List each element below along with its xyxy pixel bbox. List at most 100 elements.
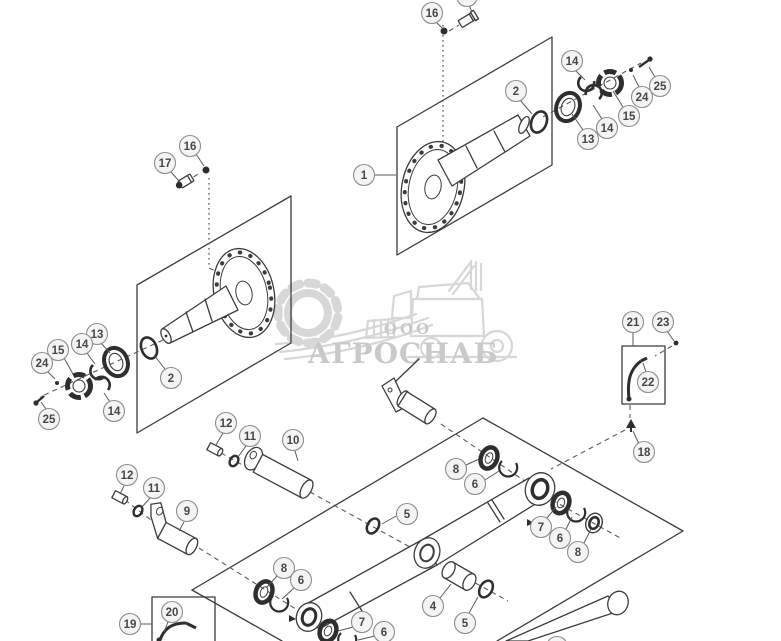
callout-6: 6 bbox=[289, 568, 313, 592]
callout-21: 21 bbox=[621, 310, 645, 334]
link-part-partial bbox=[505, 590, 629, 641]
leader-lines bbox=[40, 4, 675, 641]
callout-24: 24 bbox=[30, 351, 54, 375]
svg-text:16: 16 bbox=[426, 8, 439, 20]
svg-text:6: 6 bbox=[298, 575, 304, 587]
wheat-swoosh bbox=[274, 312, 434, 361]
hose-part-22 bbox=[626, 359, 642, 400]
callout-13: 13 bbox=[576, 127, 600, 151]
svg-text:6: 6 bbox=[472, 479, 478, 491]
callout-12: 12 bbox=[214, 411, 238, 435]
retainer-part-15 bbox=[65, 372, 93, 400]
svg-text:23: 23 bbox=[657, 317, 670, 329]
svg-text:1: 1 bbox=[361, 170, 368, 182]
seal-part-13 bbox=[102, 345, 130, 379]
callout-partial bbox=[547, 635, 567, 641]
ring-part-5 bbox=[477, 579, 495, 599]
callout-16: 16 bbox=[178, 134, 202, 158]
callout-6: 6 bbox=[548, 526, 572, 550]
ring-part-11 bbox=[228, 454, 240, 468]
screw-part-25 bbox=[33, 395, 45, 406]
ring-part-5 bbox=[365, 517, 381, 535]
hose-box-bottom-left bbox=[151, 596, 216, 641]
svg-text:9: 9 bbox=[184, 506, 190, 518]
callout-15: 15 bbox=[46, 338, 70, 362]
half-ring-part-14 bbox=[93, 375, 111, 391]
svg-text:19: 19 bbox=[124, 619, 137, 631]
svg-text:20: 20 bbox=[166, 607, 179, 619]
svg-text:5: 5 bbox=[404, 509, 411, 521]
svg-text:7: 7 bbox=[359, 617, 365, 629]
watermark-company: АГРОСНАБ bbox=[307, 337, 498, 370]
combine-harvester-icon bbox=[364, 259, 518, 363]
callout-15: 15 bbox=[617, 104, 641, 128]
callout-17: 17 bbox=[153, 151, 177, 175]
seal-part-7 bbox=[550, 490, 572, 516]
callout-5: 5 bbox=[453, 611, 477, 635]
hose-kit-right bbox=[626, 340, 679, 402]
callout-6: 6 bbox=[372, 620, 396, 641]
washer-part-24 bbox=[629, 68, 633, 72]
svg-text:11: 11 bbox=[148, 483, 161, 495]
links-box bbox=[191, 417, 684, 641]
nut-part-16 bbox=[440, 27, 448, 35]
svg-text:5: 5 bbox=[462, 618, 469, 630]
bushing-part-4 bbox=[441, 561, 477, 591]
bolt-part-17 bbox=[175, 173, 195, 189]
pin-part-9 bbox=[150, 502, 199, 556]
callout-14: 14 bbox=[560, 49, 584, 73]
callout-25: 25 bbox=[37, 407, 61, 431]
nut-part-16 bbox=[202, 166, 210, 174]
svg-text:14: 14 bbox=[566, 56, 579, 68]
svg-text:13: 13 bbox=[582, 134, 595, 146]
svg-text:4: 4 bbox=[430, 601, 437, 613]
callout-7: 7 bbox=[350, 610, 374, 634]
callout-11: 11 bbox=[142, 476, 166, 500]
svg-text:21: 21 bbox=[627, 317, 640, 329]
svg-text:25: 25 bbox=[654, 81, 667, 93]
half-ring-part-14 bbox=[89, 364, 105, 381]
grease-fitting-mark bbox=[527, 519, 534, 526]
half-ring-part-14 bbox=[584, 83, 604, 100]
callout-1: 1 bbox=[352, 163, 376, 187]
axle-shaft bbox=[437, 114, 531, 187]
svg-text:24: 24 bbox=[36, 358, 49, 370]
svg-text:12: 12 bbox=[220, 418, 233, 430]
callout-11: 11 bbox=[238, 424, 262, 448]
axle-shaft-assembly-top bbox=[400, 9, 653, 234]
svg-text:14: 14 bbox=[108, 406, 121, 418]
callout-8: 8 bbox=[272, 556, 296, 580]
callout-5: 5 bbox=[395, 502, 419, 526]
snap-ring-part-6 bbox=[337, 632, 358, 641]
callout-2: 2 bbox=[504, 79, 528, 103]
snap-ring-part-6 bbox=[566, 505, 587, 523]
svg-text:22: 22 bbox=[642, 377, 655, 389]
callout-20: 20 bbox=[160, 600, 184, 624]
callout-partial bbox=[456, 0, 478, 8]
callout-4: 4 bbox=[421, 594, 445, 618]
pin-part-12 bbox=[206, 442, 224, 457]
ring-part-11 bbox=[132, 504, 144, 518]
snap-ring-part-6 bbox=[498, 460, 519, 478]
bearing-part-8 bbox=[253, 579, 275, 605]
screw-part-25 bbox=[638, 56, 653, 68]
bearing-part-8 bbox=[478, 445, 500, 471]
svg-text:17: 17 bbox=[159, 158, 172, 170]
hose-kit-bottom-left bbox=[156, 621, 197, 641]
callout-9: 9 bbox=[175, 499, 199, 523]
callout-23: 23 bbox=[651, 310, 675, 334]
svg-text:2: 2 bbox=[513, 86, 519, 98]
callout-18: 18 bbox=[632, 440, 656, 464]
svg-text:6: 6 bbox=[557, 533, 563, 545]
callout-12: 12 bbox=[115, 463, 139, 487]
callout-22: 22 bbox=[636, 370, 660, 394]
svg-text:14: 14 bbox=[76, 339, 89, 351]
callout-16: 16 bbox=[420, 1, 444, 25]
svg-text:8: 8 bbox=[281, 563, 288, 575]
svg-text:25: 25 bbox=[43, 414, 56, 426]
callout-14: 14 bbox=[102, 399, 126, 423]
hose-part-20 bbox=[158, 621, 187, 641]
callout-2: 2 bbox=[159, 366, 183, 390]
callout-19: 19 bbox=[118, 612, 142, 636]
